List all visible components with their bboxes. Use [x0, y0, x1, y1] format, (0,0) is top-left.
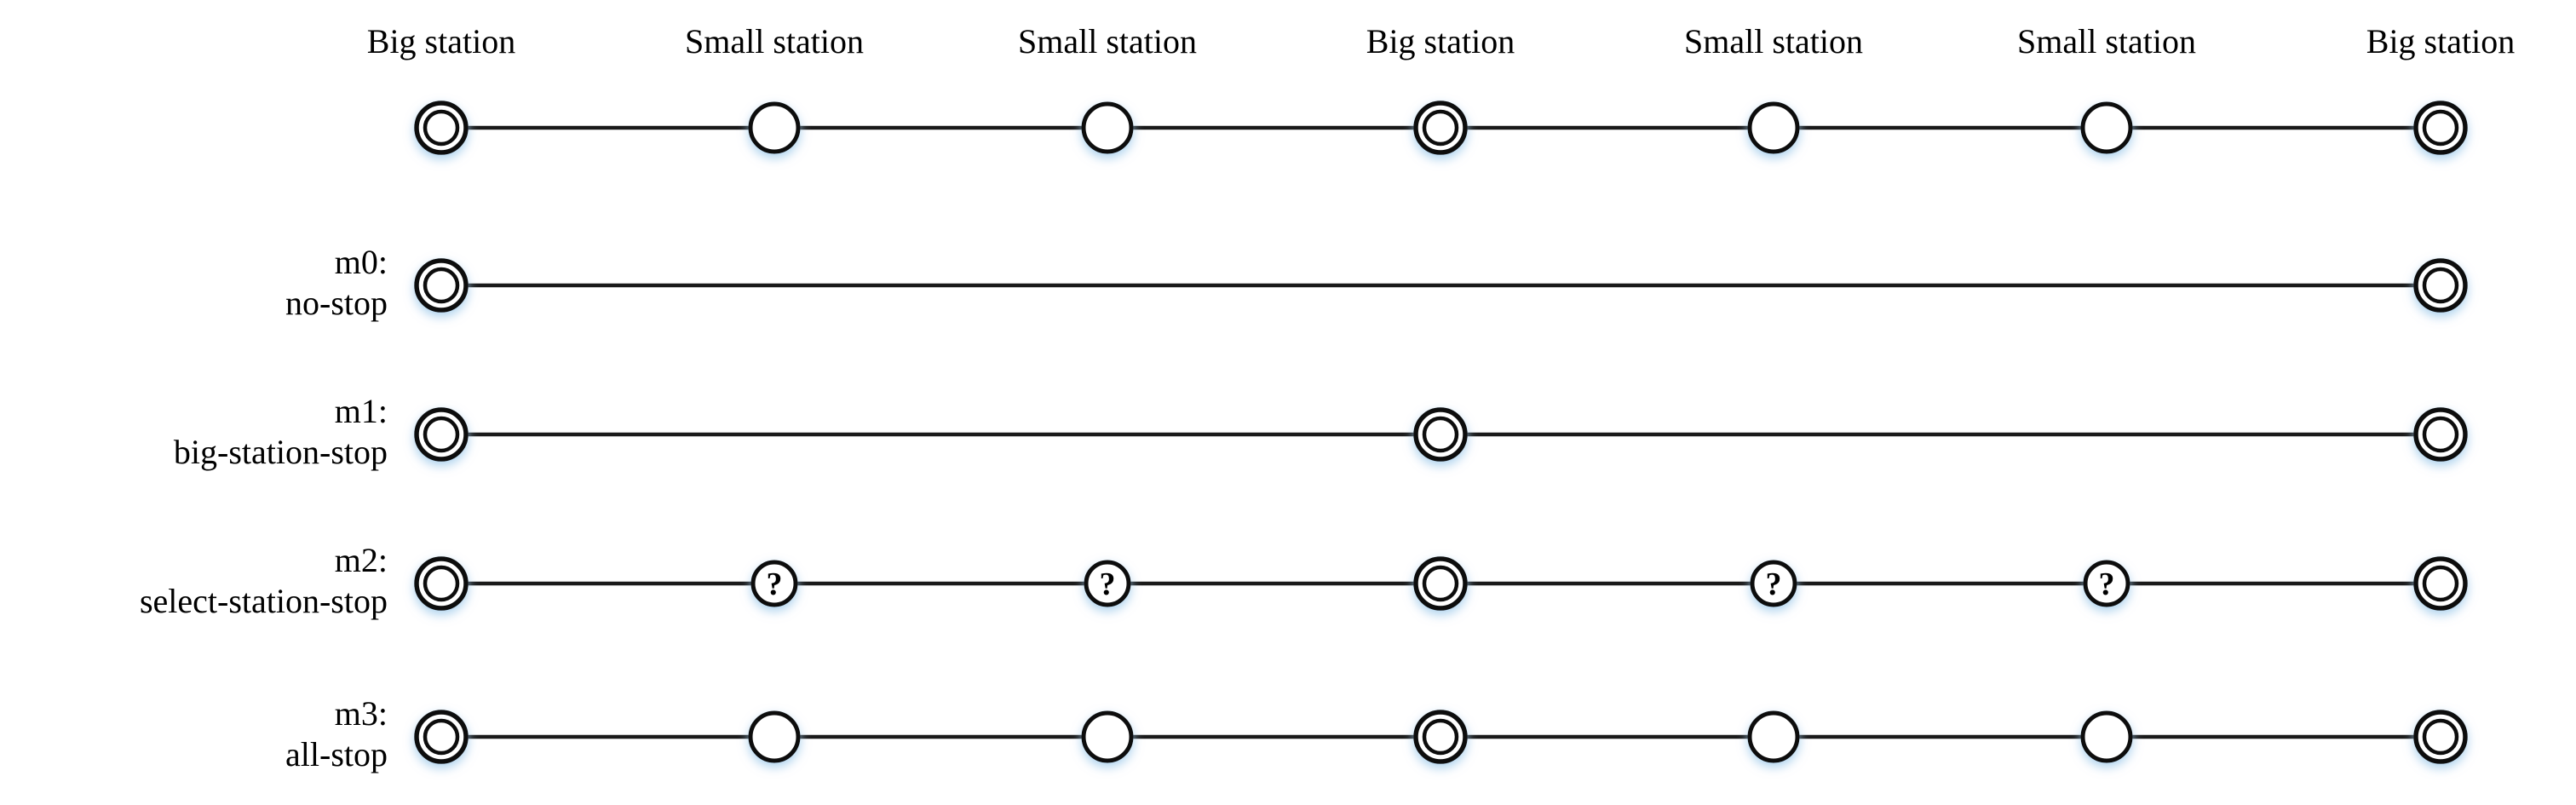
small-station-node — [1081, 710, 1134, 763]
row-labels: m0:no-stop m1:big-station-stop m2:select-s… — [140, 243, 388, 773]
small-station-node — [1747, 710, 1800, 763]
small-station-node — [1081, 101, 1134, 154]
row-label-id: m2: — [335, 541, 388, 579]
pattern-row-m2: ???? — [414, 556, 2468, 611]
row-label-description: select-station-stop — [140, 582, 388, 620]
row-label-id: m1: — [335, 392, 388, 430]
optional-stop-node: ? — [1750, 560, 1797, 607]
small-station-node — [1747, 101, 1800, 154]
question-mark-icon: ? — [1766, 566, 1782, 602]
big-station-node — [1413, 101, 1468, 155]
pattern-row-m3 — [414, 710, 2468, 764]
big-station-node — [2413, 258, 2468, 313]
station-header-label: Small station — [685, 22, 864, 60]
optional-stop-node: ? — [1084, 560, 1131, 607]
pattern-row-m0 — [414, 258, 2468, 313]
row-label-description: big-station-stop — [174, 433, 388, 471]
question-mark-icon: ? — [2099, 566, 2115, 602]
row-label-id: m0: — [335, 243, 388, 281]
question-mark-icon: ? — [767, 566, 783, 602]
pattern-row-m1 — [414, 407, 2468, 462]
small-station-node — [748, 710, 801, 763]
station-header-label: Big station — [367, 22, 515, 60]
big-station-node — [2413, 407, 2468, 462]
big-station-node — [414, 101, 469, 155]
row-label-description: no-stop — [285, 284, 388, 322]
pattern-row-header — [414, 101, 2468, 155]
row-label-description: all-stop — [285, 735, 388, 773]
optional-stop-node: ? — [2083, 560, 2130, 607]
station-header-label: Big station — [1366, 22, 1515, 60]
question-mark-icon: ? — [1100, 566, 1116, 602]
big-station-node — [2413, 101, 2468, 155]
row-label-m1: m1:big-station-stop — [174, 392, 388, 471]
big-station-node — [414, 556, 469, 611]
small-station-node — [748, 101, 801, 154]
row-label-id: m3: — [335, 694, 388, 733]
big-station-node — [1413, 556, 1468, 611]
small-station-node — [2080, 101, 2133, 154]
big-station-node — [2413, 556, 2468, 611]
big-station-node — [414, 407, 469, 462]
station-header-labels: Big station Small station Small station Big… — [367, 22, 2515, 60]
optional-stop-node: ? — [750, 560, 798, 607]
station-header-label: Small station — [1684, 22, 1863, 60]
row-label-m2: m2:select-station-stop — [140, 541, 388, 620]
pattern-rows: ???? — [414, 101, 2468, 764]
station-header-label: Small station — [2017, 22, 2196, 60]
station-header-label: Big station — [2366, 22, 2515, 60]
big-station-node — [1413, 407, 1468, 462]
station-header-label: Small station — [1018, 22, 1197, 60]
big-station-node — [414, 258, 469, 313]
big-station-node — [1413, 710, 1468, 764]
big-station-node — [2413, 710, 2468, 764]
small-station-node — [2080, 710, 2133, 763]
row-label-m0: m0:no-stop — [285, 243, 388, 322]
big-station-node — [414, 710, 469, 764]
row-label-m3: m3:all-stop — [285, 694, 388, 773]
